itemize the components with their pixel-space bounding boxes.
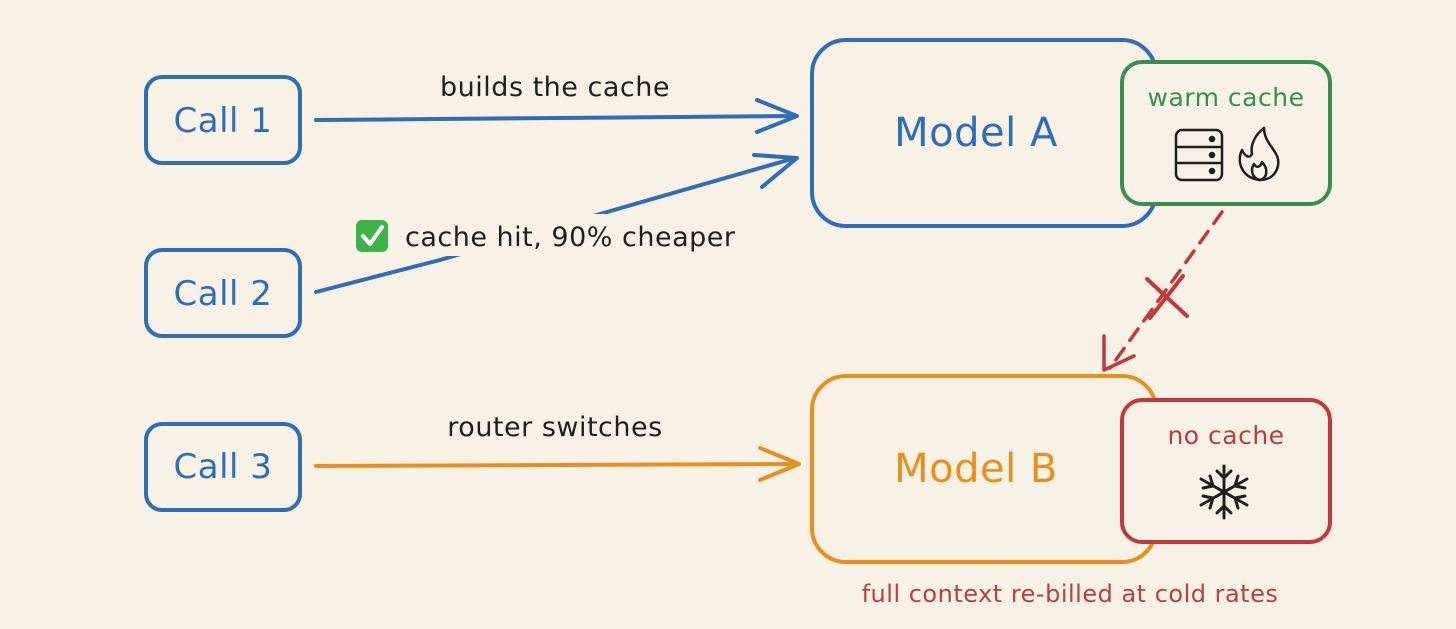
cold-rates-note: full context re-billed at cold rates bbox=[862, 580, 1279, 608]
edge-label-builds-cache: builds the cache bbox=[440, 72, 670, 103]
model-b-label: Model B bbox=[894, 446, 1058, 492]
dashed-arrow-cache-not-transferred bbox=[1102, 210, 1224, 372]
fire-icon bbox=[1238, 126, 1280, 182]
edge-label-router-switches: router switches bbox=[447, 412, 662, 443]
arrow-call-1-to-model-a bbox=[314, 98, 799, 134]
call-3-label: Call 3 bbox=[174, 447, 273, 487]
no-cache-node: no cache bbox=[1120, 398, 1332, 544]
model-b-node: Model B bbox=[810, 374, 1158, 564]
warm-cache-node: warm cache bbox=[1120, 60, 1332, 206]
call-1-label: Call 1 bbox=[174, 101, 273, 141]
blocked-x-icon bbox=[1145, 274, 1189, 320]
database-icon bbox=[1174, 128, 1224, 182]
check-mark-icon bbox=[356, 220, 388, 252]
call-2-node: Call 2 bbox=[144, 248, 302, 338]
warm-cache-label: warm cache bbox=[1148, 83, 1305, 112]
call-2-label: Call 2 bbox=[174, 274, 273, 314]
snowflake-icon bbox=[1199, 464, 1249, 520]
call-3-node: Call 3 bbox=[144, 422, 302, 512]
edge-label-cache-hit: cache hit, 90% cheaper bbox=[405, 222, 736, 253]
no-cache-label: no cache bbox=[1167, 421, 1284, 450]
edge-label-cache-hit-group: cache hit, 90% cheaper bbox=[346, 214, 744, 256]
model-a-node: Model A bbox=[810, 38, 1158, 228]
call-1-node: Call 1 bbox=[144, 75, 302, 165]
model-a-label: Model A bbox=[894, 110, 1058, 156]
arrow-call-3-to-model-b bbox=[314, 446, 801, 482]
